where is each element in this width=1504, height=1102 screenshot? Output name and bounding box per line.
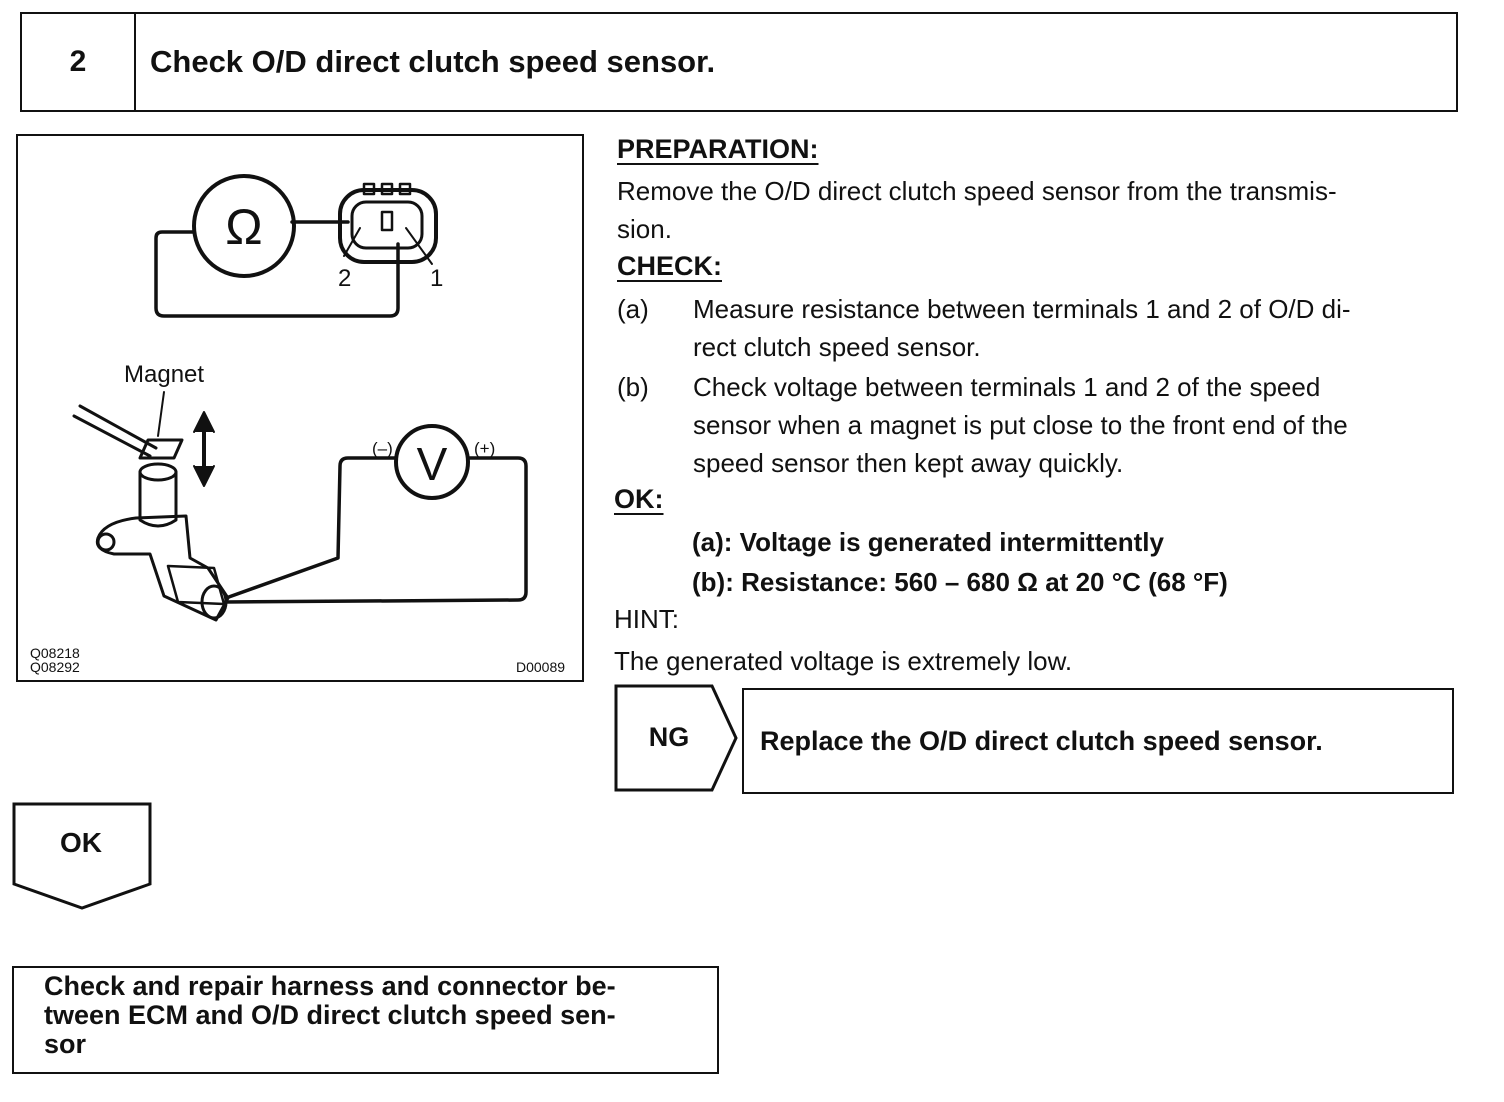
- check-heading: CHECK:: [617, 251, 722, 281]
- arrow-down-head: [193, 465, 215, 487]
- ok-label: OK: [60, 827, 102, 858]
- ok-heading: OK:: [614, 484, 664, 514]
- figure-code-3: D00089: [516, 659, 565, 675]
- ng-action-box: Replace the O/D direct clutch speed sens…: [742, 688, 1454, 794]
- hint-text: The generated voltage is extremely low.: [614, 646, 1073, 676]
- next-step-line-3: sor: [44, 1029, 87, 1059]
- ohm-symbol: Ω: [225, 199, 262, 255]
- check-item-b-line-2: sensor when a magnet is put close to the…: [693, 410, 1348, 440]
- check-item-b-line-1: Check voltage between terminals 1 and 2 …: [693, 372, 1321, 402]
- ok-criterion-a: (a): Voltage is generated intermittently: [692, 527, 1164, 557]
- magnet-label: Magnet: [124, 361, 204, 388]
- sensor-test-figure: Ω V 2 1 Magnet (–) (+) Q08218 Q08292 D00…: [16, 134, 584, 682]
- ng-label: NG: [648, 721, 690, 752]
- next-step-box: Check and repair harness and connector b…: [12, 966, 719, 1074]
- step-number: 2: [22, 14, 136, 110]
- next-step-line-2: tween ECM and O/D direct clutch speed se…: [44, 1000, 616, 1030]
- voltmeter-circle: [394, 424, 470, 500]
- step-title: Check O/D direct clutch speed sensor.: [150, 44, 716, 79]
- sensor-shaft: [138, 470, 178, 528]
- check-item-b-letter: (b): [617, 372, 649, 402]
- sensor-test-illustration: Ω V 2 1 Magnet (–) (+) Q08218 Q08292 D00…: [30, 174, 565, 675]
- check-item-a-letter: (a): [617, 294, 649, 324]
- check-item-b-line-3: speed sensor then kept away quickly.: [693, 448, 1124, 478]
- connector-inner: [350, 200, 424, 250]
- positive-terminal-label: (+): [474, 439, 495, 458]
- volt-symbol: V: [417, 438, 448, 490]
- voltmeter-lead-positive: [224, 456, 528, 604]
- ohmmeter-lead-lower: [154, 230, 400, 318]
- preparation-line-1: Remove the O/D direct clutch speed senso…: [617, 176, 1337, 206]
- ohmmeter-circle: [192, 174, 296, 278]
- hint-heading: HINT:: [614, 604, 679, 634]
- ng-action-text: Replace the O/D direct clutch speed sens…: [760, 725, 1323, 756]
- preparation-line-2: sion.: [617, 214, 672, 244]
- ok-criterion-b: (b): Resistance: 560 – 680 Ω at 20 °C (6…: [692, 567, 1228, 597]
- connector-outline: [338, 188, 438, 264]
- check-item-a-line-2: rect clutch speed sensor.: [693, 332, 981, 362]
- check-item-a-line-1: Measure resistance between terminals 1 a…: [693, 294, 1351, 324]
- figure-code-1: Q08218: [30, 645, 80, 661]
- magnet-tip: [138, 438, 184, 460]
- arrow-up-head: [193, 411, 215, 433]
- preparation-heading: PREPARATION:: [617, 134, 819, 164]
- negative-terminal-label: (–): [372, 439, 393, 458]
- terminal-2-label: 2: [338, 265, 351, 292]
- ng-arrow-shape: [614, 684, 738, 792]
- step-header: 2 Check O/D direct clutch speed sensor.: [20, 12, 1458, 112]
- ok-arrow-shape: [12, 802, 152, 910]
- figure-code-2: Q08292: [30, 659, 80, 675]
- voltmeter-lead-negative: [224, 456, 398, 600]
- next-step-line-1: Check and repair harness and connector b…: [44, 971, 616, 1001]
- terminal-1-label: 1: [430, 265, 443, 292]
